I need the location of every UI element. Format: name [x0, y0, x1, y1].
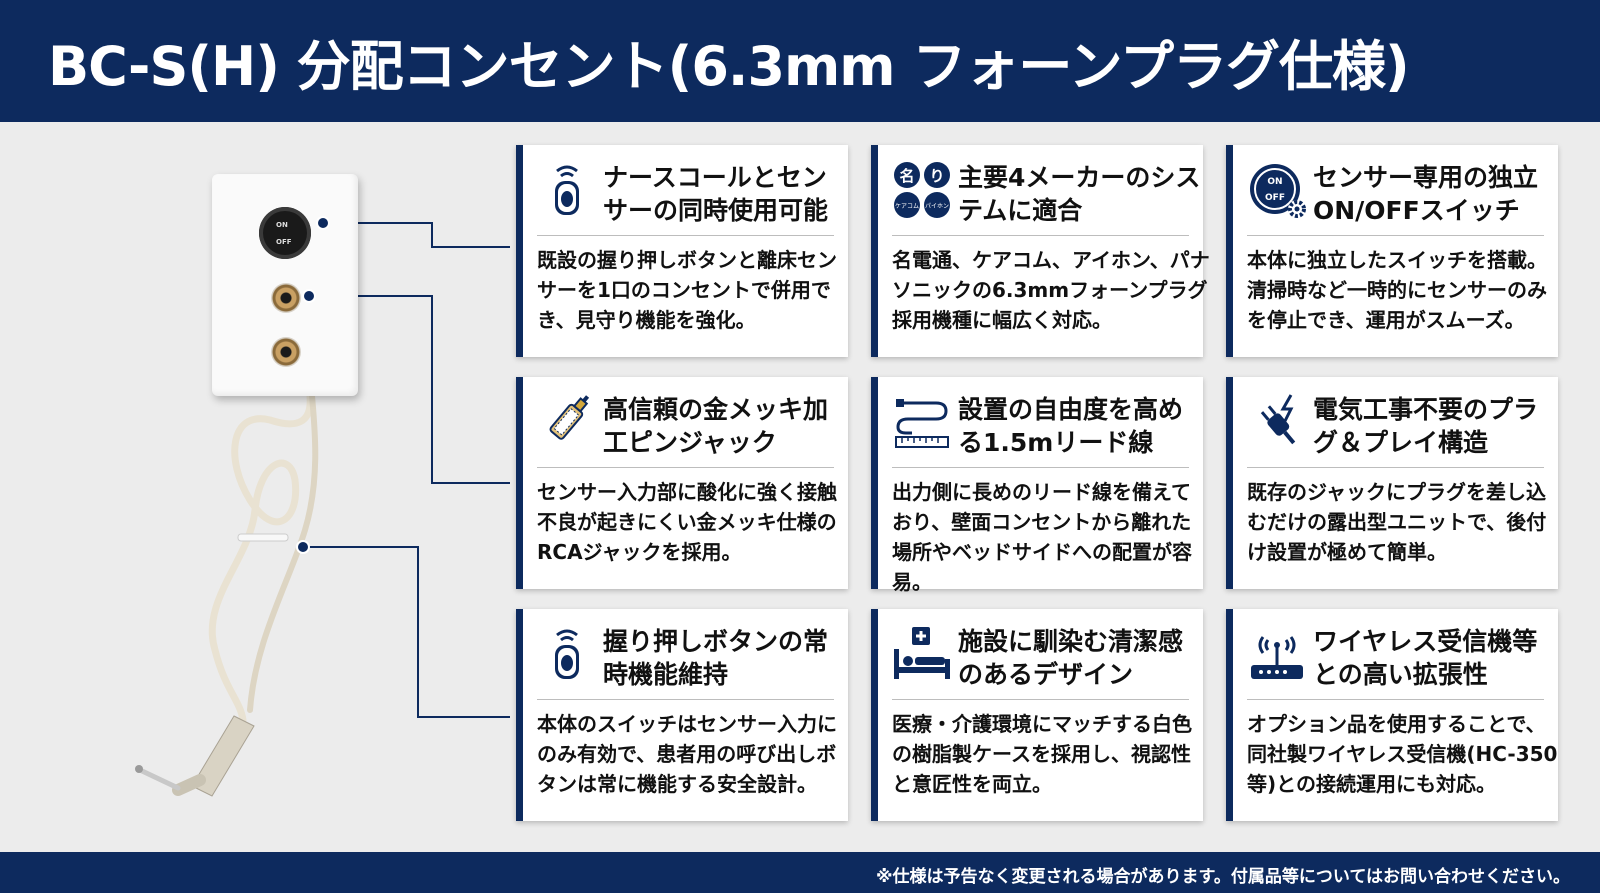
- card-description: 既存のジャックにプラグを差し込むだけの露出型ユニットで、後付け設置が極めて簡単。: [1247, 480, 1547, 564]
- card-title: 電気工事不要のプラグ＆プレイ構造: [1313, 395, 1539, 457]
- feature-card: 施設に馴染む清潔感のあるデザイン 医療・介護環境にマッチする白色の樹脂製ケースを…: [871, 609, 1203, 821]
- card-divider: [892, 235, 1189, 236]
- plug-lightning-icon: [1260, 394, 1296, 445]
- on-off-switch-icon: ON OFF: [1250, 164, 1306, 218]
- card-description: 本体のスイッチはセンサー入力にのみ有効で、患者用の呼び出しボタンは常に機能する安…: [537, 712, 837, 796]
- card-title: センサー専用の独立ON/OFFスイッチ: [1313, 163, 1539, 225]
- maker-logos-icon: 名 り ケアコム パイホン: [894, 162, 950, 218]
- card-title: 設置の自由度を高める1.5mリード線: [958, 395, 1184, 457]
- card-description: 名電通、ケアコム、アイホン、パナソニックの6.3mmフォーンプラグ採用機種に幅広…: [892, 248, 1210, 332]
- page-title: BC-S(H) 分配コンセント(6.3mm フォーンプラグ仕様): [48, 35, 1410, 98]
- feature-card: ナースコールとセンサーの同時使用可能 既設の握り押しボタンと離床センサーを1口の…: [516, 145, 848, 357]
- card-divider: [1247, 235, 1544, 236]
- card-description: 本体に独立したスイッチを搭載。清掃時など一時的にセンサーのみを停止でき、運用がス…: [1247, 248, 1547, 332]
- card-divider: [537, 699, 834, 700]
- rocker-switch: [259, 207, 311, 259]
- card-description: センサー入力部に酸化に強く接触不良が起きにくい金メッキ仕様のRCAジャックを採用…: [537, 480, 837, 564]
- feature-card: 設置の自由度を高める1.5mリード線 出力側に長めのリード線を備えており、壁面コ…: [871, 377, 1203, 594]
- cable-ruler-icon: [895, 399, 949, 448]
- card-title: 主要4メーカーのシステムに適合: [958, 163, 1201, 225]
- card-divider: [892, 699, 1189, 700]
- card-title: 握り押しボタンの常時機能維持: [603, 627, 829, 689]
- footer-disclaimer: ※仕様は予告なく変更される場合があります。付属品等についてはお問い合わせください…: [876, 867, 1570, 887]
- card-title: 施設に馴染む清潔感のあるデザイン: [958, 627, 1184, 689]
- phone-plug-body: [191, 715, 255, 797]
- card-divider: [537, 235, 834, 236]
- feature-card: 電気工事不要のプラグ＆プレイ構造 既存のジャックにプラグを差し込むだけの露出型ユ…: [1226, 377, 1558, 589]
- icon-off-text: OFF: [1265, 193, 1285, 203]
- card-divider: [1247, 467, 1544, 468]
- hospital-bed-icon: [894, 627, 950, 679]
- maker-badge-text: ケアコム: [895, 203, 919, 210]
- card-title: ナースコールとセンサーの同時使用可能: [603, 163, 829, 225]
- card-description: 既設の握り押しボタンと離床センサーを1口のコンセントで併用でき、見守り機能を強化…: [537, 248, 837, 332]
- feature-card: 高信頼の金メッキ加工ピンジャック センサー入力部に酸化に強く接触不良が起きにくい…: [516, 377, 848, 589]
- gold-plug-icon: [549, 395, 590, 440]
- card-divider: [537, 467, 834, 468]
- card-divider: [892, 467, 1189, 468]
- wireless-router-icon: [1251, 636, 1303, 679]
- power-cable: [208, 392, 314, 724]
- maker-badge-text: 名: [899, 167, 914, 185]
- card-title: 高信頼の金メッキ加工ピンジャック: [603, 395, 829, 457]
- callout-dot: [296, 540, 310, 554]
- card-title: ワイヤレス受信機等との高い拡張性: [1313, 627, 1538, 689]
- footer-bar: ※仕様は予告なく変更される場合があります。付属品等についてはお問い合わせください…: [0, 852, 1600, 893]
- rca-jack: [271, 337, 301, 367]
- switch-off-label: OFF: [276, 238, 292, 246]
- phone-plug-tip: [137, 767, 181, 791]
- feature-card: 名 り ケアコム パイホン 主要4メーカーのシステムに適合 名電通、ケアコム、ア…: [871, 145, 1210, 357]
- maker-badge-text: り: [929, 167, 944, 185]
- icon-on-text: ON: [1267, 177, 1282, 187]
- card-description: オプション品を使用することで、同社製ワイヤレス受信機(HC-350等)との接続運…: [1247, 712, 1558, 796]
- feature-card: ON OFF センサー専用の独立ON/OFFスイッチ 本体に独立したスイッチを搭…: [1226, 145, 1558, 357]
- callout-dot: [316, 216, 330, 230]
- nurse-call-button-icon: [555, 629, 579, 679]
- card-description: 医療・介護環境にマッチする白色の樹脂製ケースを採用し、視認性と意匠性を両立。: [892, 712, 1192, 796]
- feature-card: ワイヤレス受信機等との高い拡張性 オプション品を使用することで、同社製ワイヤレス…: [1226, 609, 1558, 821]
- header-bar: BC-S(H) 分配コンセント(6.3mm フォーンプラグ仕様): [0, 0, 1600, 122]
- card-divider: [1247, 699, 1544, 700]
- switch-on-label: ON: [276, 221, 288, 229]
- card-description: 出力側に長めのリード線を備えており、壁面コンセントから離れた場所やベッドサイドへ…: [892, 480, 1192, 594]
- maker-badge-text: パイホン: [925, 203, 949, 210]
- rca-jack: [271, 283, 301, 313]
- cable-tie: [237, 533, 289, 542]
- nurse-call-button-icon: [555, 165, 579, 215]
- callout-dot: [302, 289, 316, 303]
- feature-card: 握り押しボタンの常時機能維持 本体のスイッチはセンサー入力にのみ有効で、患者用の…: [516, 609, 848, 821]
